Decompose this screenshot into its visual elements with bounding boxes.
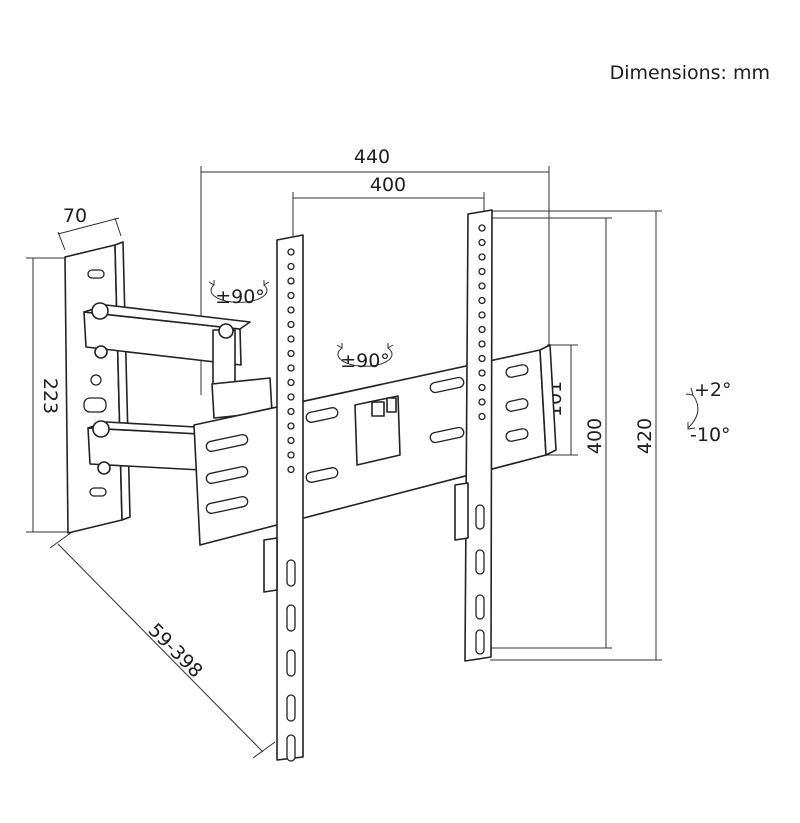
wall-plate (64, 241, 131, 534)
dim-extension: 59-398 (144, 619, 207, 682)
bracket-hole (287, 335, 295, 343)
dim-wall-plate-height: 223 (39, 378, 61, 414)
bracket-slot (475, 549, 485, 575)
tilt-down-label: -10° (690, 424, 731, 446)
bracket-hole (478, 282, 486, 290)
swing-arm (83, 302, 273, 475)
bracket-hole (478, 398, 486, 406)
dim-overall-height: 420 (634, 418, 656, 454)
arm-swivel-indicator: ±90° (208, 280, 270, 308)
bracket-hole (478, 325, 486, 334)
plate-swivel-label: ±90° (340, 350, 390, 372)
bracket-hole (287, 465, 295, 474)
bracket-hole (287, 320, 295, 329)
bracket-hole (287, 277, 295, 285)
adapter-plate (193, 344, 557, 546)
bracket-hole (478, 296, 486, 305)
bracket-hole (478, 340, 486, 348)
dim-bracket-depth: 70 (63, 205, 87, 227)
bracket-hole (287, 262, 295, 271)
bracket-hole (287, 436, 295, 445)
units-note: Dimensions: mm (609, 62, 770, 84)
bracket-slot (475, 629, 485, 655)
bracket-hole (478, 238, 486, 247)
bracket-hole (478, 311, 486, 319)
tilt-indicator: +2° -10° (685, 379, 732, 446)
bracket-hole (478, 224, 486, 232)
bracket-slot (475, 504, 485, 530)
bracket-hole (478, 383, 486, 392)
bracket-slot (286, 559, 296, 587)
dim-overall-width: 440 (354, 146, 390, 168)
bracket-hole (478, 267, 486, 276)
tv-bracket-right (454, 209, 493, 662)
plate-swivel-indicator: ±90° (336, 343, 394, 372)
arm-swivel-label: ±90° (215, 286, 265, 308)
dim-hole-width: 400 (370, 174, 406, 196)
bracket-hole (478, 253, 486, 261)
bracket-hole (287, 393, 295, 401)
bracket-hole (287, 378, 295, 387)
dim-hole-height: 400 (584, 418, 606, 454)
dimension-lines (26, 166, 662, 759)
bracket-hole (478, 369, 486, 377)
bracket-hole (287, 364, 295, 372)
bracket-hole (287, 422, 295, 430)
bracket-hole (287, 451, 295, 459)
tv-bracket-left (263, 234, 304, 761)
tilt-up-label: +2° (694, 379, 732, 401)
bracket-slot (286, 604, 296, 632)
bracket-slot (286, 694, 296, 722)
bracket-hole (287, 291, 295, 300)
bracket-slot (286, 649, 296, 677)
bracket-holes (286, 224, 486, 762)
bracket-slot (475, 594, 485, 620)
bracket-hole (478, 412, 486, 421)
bracket-hole (287, 248, 295, 256)
bracket-hole (287, 349, 295, 358)
bracket-hole (287, 306, 295, 314)
bracket-slot (286, 734, 296, 762)
bracket-hole (287, 407, 295, 416)
bracket-hole (478, 354, 486, 363)
